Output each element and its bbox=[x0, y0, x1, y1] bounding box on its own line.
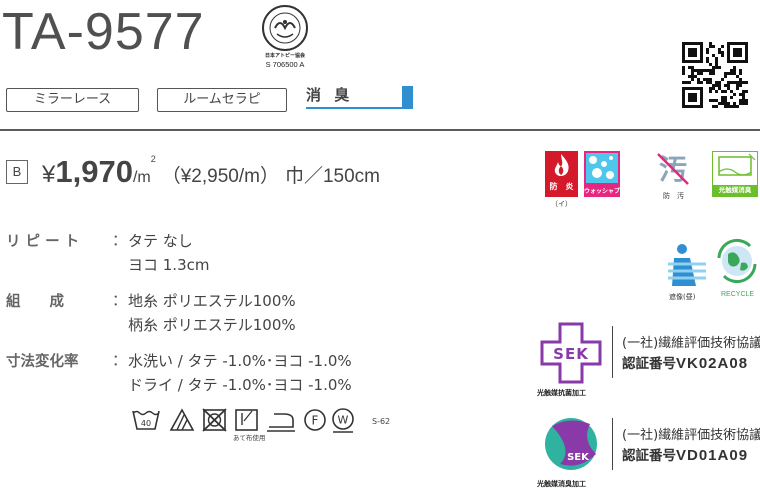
recycle-label: RECYCLE bbox=[721, 291, 755, 298]
shading-label: 遮像(昼) bbox=[669, 293, 696, 301]
sek-number-row-1: 認証番号VK02A08 bbox=[622, 352, 748, 372]
seal-caption-bottom: S 706500 A bbox=[265, 60, 305, 69]
iron-caption: あて布使用 bbox=[233, 434, 266, 442]
photocatalyst-label: 光触媒消臭 bbox=[713, 185, 757, 196]
sek-number-2: VD01A09 bbox=[676, 447, 749, 464]
sek-org-1: (一社)繊維評価技術協議会 bbox=[622, 336, 760, 351]
sek-divider-2 bbox=[612, 418, 613, 470]
repeat-colon: ： bbox=[112, 231, 128, 249]
dry-clean-letter: F bbox=[312, 414, 319, 428]
price-grade-badge: B bbox=[6, 160, 28, 184]
price-row: ¥1,970/m 2 （¥2,950/m）巾／150cm bbox=[42, 154, 380, 190]
care-symbols: 40 F W bbox=[132, 408, 354, 433]
sek-mark-text-2: SEK bbox=[567, 452, 590, 463]
sek-deodorant-caption: 光触媒消臭加工 bbox=[537, 480, 586, 488]
bubbles-icon bbox=[586, 153, 618, 183]
header-divider bbox=[0, 129, 760, 131]
washable-label: ウォッシャブル bbox=[584, 188, 627, 195]
product-code: TA-9577 bbox=[2, 3, 205, 61]
antistain-graphic: 汚 bbox=[657, 153, 689, 186]
flame-label: 防 炎 bbox=[549, 182, 574, 191]
wash-temp: 40 bbox=[141, 419, 151, 428]
shading-graphic bbox=[668, 244, 706, 286]
shading-icon bbox=[668, 242, 706, 292]
repeat-label: リ ピ ー ト bbox=[6, 234, 80, 250]
yen-symbol: ¥ bbox=[42, 161, 56, 188]
care-standard: S-62 bbox=[372, 417, 391, 426]
sek-deodorant-mark-icon: SEK bbox=[545, 418, 597, 470]
sek-org-2: (一社)繊維評価技術協議会 bbox=[622, 428, 760, 443]
sek-antibacterial-mark-icon: SEK bbox=[540, 322, 602, 384]
sek-divider-1 bbox=[612, 326, 613, 378]
price-value: 1,970 bbox=[55, 154, 133, 189]
seal-caption-top: 日本アトピー協会 bbox=[264, 53, 305, 59]
deodorant-underline bbox=[306, 107, 402, 109]
deodorant-label: 消 臭 bbox=[306, 86, 354, 104]
alt-price: （¥2,950/m） bbox=[161, 166, 279, 187]
wet-clean-w-icon: W bbox=[332, 408, 354, 433]
iron-with-cloth-icon bbox=[267, 413, 295, 432]
fabric-width: 巾／150cm bbox=[284, 166, 380, 187]
dimensional-change-label: 寸法変化率 bbox=[6, 354, 79, 370]
repeat-line-1: タテ なし bbox=[128, 232, 193, 250]
recycle-icon bbox=[714, 238, 760, 284]
dimensional-change-line-1: 水洗い / タテ -1.0%･ヨコ -1.0% bbox=[128, 352, 352, 370]
composition-line-2: 柄糸 ポリエステル100% bbox=[128, 316, 296, 334]
no-tumble-dry-icon bbox=[202, 408, 227, 432]
dry-clean-f-icon: F bbox=[304, 409, 326, 431]
wet-clean-letter: W bbox=[338, 414, 349, 427]
composition-colon: ： bbox=[112, 291, 128, 309]
flame-caption: （イ） bbox=[551, 200, 572, 208]
dimensional-change-line-2: ドライ / タテ -1.0%･ヨコ -1.0% bbox=[128, 376, 352, 394]
dimensional-change-colon: ： bbox=[112, 351, 128, 369]
sek-number-label-2: 認証番号 bbox=[622, 448, 676, 464]
line-dry-icon bbox=[235, 409, 258, 431]
tag-mirror-lace: ミラーレース bbox=[6, 88, 139, 112]
price-unit: /m bbox=[132, 169, 151, 186]
flame-retardant-icon: 防 炎 bbox=[545, 151, 578, 197]
sek-number-label-1: 認証番号 bbox=[622, 356, 676, 372]
tag-room-therapy: ルームセラピ bbox=[157, 88, 287, 112]
photocatalyst-icon: 光触媒消臭 bbox=[712, 151, 758, 197]
sek-number-row-2: 認証番号VD01A09 bbox=[622, 444, 748, 464]
antistain-label: 防 汚 bbox=[663, 192, 684, 200]
bleach-icon bbox=[169, 408, 195, 431]
recycle-globe-graphic bbox=[717, 238, 757, 284]
composition-line-1: 地糸 ポリエステル100% bbox=[128, 292, 296, 310]
sek-antibacterial-caption: 光触媒抗菌加工 bbox=[537, 389, 586, 397]
composition-label: 組 成 bbox=[6, 294, 64, 310]
atopic-association-seal-icon bbox=[262, 5, 308, 51]
flame-icon bbox=[554, 154, 569, 177]
sek-mark-text-1: SEK bbox=[553, 345, 589, 363]
washable-icon: ウォッシャブル bbox=[584, 151, 627, 197]
antistain-icon: 汚 bbox=[655, 151, 691, 187]
wash-40-icon: 40 bbox=[132, 410, 160, 430]
price-unit-sup: 2 bbox=[150, 154, 156, 164]
qr-code[interactable] bbox=[682, 42, 748, 108]
repeat-line-2: ヨコ 1.3cm bbox=[128, 256, 210, 274]
photocatalyst-graphic bbox=[718, 153, 756, 176]
sek-number-1: VK02A08 bbox=[676, 355, 749, 372]
deodorant-accent-block bbox=[402, 86, 413, 109]
